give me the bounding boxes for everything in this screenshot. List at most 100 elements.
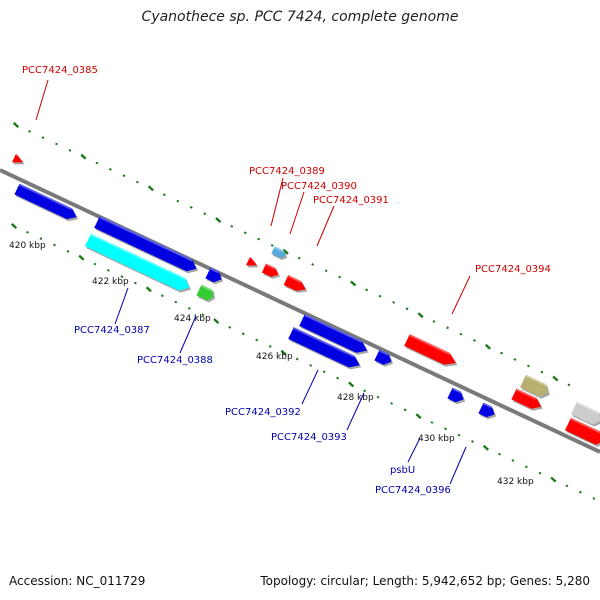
upper-tick bbox=[552, 375, 559, 382]
upper-tick bbox=[122, 174, 126, 178]
gene-0386b-arrow-highlight bbox=[99, 216, 193, 262]
scale-ticks bbox=[10, 122, 596, 500]
gene-0391-arrow[interactable] bbox=[283, 275, 308, 293]
gene-khaki-arrow-body bbox=[520, 374, 549, 397]
gene-0387b-arrow[interactable] bbox=[205, 267, 224, 285]
upper-tick bbox=[215, 217, 222, 223]
gene-0395-arrow[interactable] bbox=[511, 388, 543, 411]
upper-tick bbox=[270, 244, 274, 247]
lower-tick bbox=[309, 364, 313, 367]
gene-gray-arrow-highlight bbox=[576, 401, 600, 414]
upper-tick bbox=[147, 185, 154, 192]
gene-khaki-arrow[interactable] bbox=[520, 374, 550, 399]
gene-edge-red-arrow-highlight bbox=[570, 417, 600, 434]
lower-tick bbox=[322, 370, 326, 374]
gene-label-0394[interactable]: PCC7424_0394 bbox=[475, 264, 551, 275]
gene-0386-arrow[interactable] bbox=[14, 183, 79, 222]
gene-label-0385[interactable]: PCC7424_0385 bbox=[22, 65, 98, 76]
leader-0394 bbox=[451, 275, 471, 315]
gene-0388-arrow[interactable] bbox=[196, 284, 215, 303]
lower-tick bbox=[390, 402, 394, 405]
gene-0393b-arrow[interactable] bbox=[374, 349, 393, 367]
upper-tick bbox=[513, 358, 517, 361]
gene-0389-arrow-body bbox=[246, 256, 258, 266]
gene-label-0388[interactable]: PCC7424_0388 bbox=[137, 355, 213, 366]
gene-0394-arrow[interactable] bbox=[404, 334, 458, 367]
gene-0394-arrow-highlight bbox=[409, 334, 451, 355]
gene-0390-arrow[interactable] bbox=[271, 246, 288, 260]
gene-label-0391[interactable]: PCC7424_0391 bbox=[313, 195, 389, 206]
gene-label-psbU[interactable]: psbU bbox=[390, 465, 415, 476]
upper-tick bbox=[80, 153, 87, 160]
lower-tick bbox=[133, 281, 137, 285]
upper-tick bbox=[350, 280, 357, 287]
lower-tick bbox=[444, 427, 447, 431]
upper-tick bbox=[28, 129, 31, 133]
leader-lines-bottom bbox=[114, 287, 467, 485]
gene-0386b-arrow[interactable] bbox=[94, 216, 199, 274]
gene-edge-red-arrow[interactable] bbox=[565, 417, 600, 447]
lower-tick bbox=[280, 349, 287, 356]
gene-0387b-arrow-body bbox=[205, 267, 222, 283]
leader-0389 bbox=[270, 177, 284, 227]
gene-0390b-arrow[interactable] bbox=[261, 263, 280, 279]
gene-0392-arrow[interactable] bbox=[299, 314, 369, 355]
lower-tick bbox=[550, 476, 557, 483]
gene-0396-arrow[interactable] bbox=[478, 402, 497, 420]
gene-edge-red-arrow-body bbox=[565, 417, 600, 445]
gene-0394-arrow-body bbox=[404, 334, 456, 365]
gene-khaki-arrow-highlight bbox=[525, 374, 547, 386]
lower-tick bbox=[174, 300, 178, 304]
lower-tick bbox=[78, 254, 85, 261]
lower-tick bbox=[415, 413, 422, 420]
lower-tick bbox=[268, 345, 272, 348]
gene-0387-arrow-highlight bbox=[90, 233, 186, 280]
gene-features bbox=[12, 153, 600, 447]
gene-label-0390[interactable]: PCC7424_0390 bbox=[281, 181, 357, 192]
gene-0387-arrow[interactable] bbox=[85, 233, 191, 293]
gene-label-0389[interactable]: PCC7424_0389 bbox=[249, 166, 325, 177]
gene-0389-arrow[interactable] bbox=[246, 256, 259, 268]
gene-0390-arrow-body bbox=[271, 246, 286, 258]
gene-0391-arrow-body bbox=[283, 275, 306, 291]
upper-tick bbox=[405, 307, 409, 311]
upper-tick bbox=[282, 248, 289, 255]
upper-tick bbox=[55, 142, 58, 146]
lower-tick bbox=[187, 307, 191, 310]
gene-0396-arrow-highlight bbox=[483, 402, 493, 409]
gene-label-0387[interactable]: PCC7424_0387 bbox=[74, 325, 150, 336]
gene-0389-arrow-highlight bbox=[249, 257, 252, 260]
lower-tick bbox=[145, 286, 152, 293]
lower-tick bbox=[39, 237, 43, 241]
gene-0390b-arrow-body bbox=[261, 263, 279, 277]
upper-tick bbox=[189, 206, 193, 209]
gene-label-0393[interactable]: PCC7424_0393 bbox=[271, 432, 347, 443]
upper-tick bbox=[446, 326, 449, 330]
upper-tick bbox=[297, 256, 301, 260]
lower-tick bbox=[160, 294, 164, 298]
lower-tick bbox=[336, 376, 340, 380]
gene-0393b-arrow-body bbox=[374, 349, 392, 365]
upper-tick bbox=[459, 332, 463, 336]
upper-tick bbox=[257, 237, 261, 241]
lower-tick bbox=[201, 313, 205, 317]
gene-label-0392[interactable]: PCC7424_0392 bbox=[225, 407, 301, 418]
lower-tick bbox=[10, 223, 18, 229]
gene-gray-arrow[interactable] bbox=[571, 401, 600, 427]
upper-tick bbox=[230, 225, 234, 228]
lower-tick bbox=[93, 262, 97, 266]
leader-0391 bbox=[316, 205, 335, 247]
scale-label-424: 424 kbp bbox=[174, 314, 211, 324]
gene-psbU-arrow[interactable] bbox=[447, 387, 466, 405]
upper-tick bbox=[68, 148, 72, 152]
gene-0385-arrow[interactable] bbox=[12, 153, 25, 165]
lower-tick bbox=[376, 395, 380, 399]
lower-tick bbox=[106, 268, 110, 272]
upper-tick bbox=[473, 339, 476, 342]
upper-tick bbox=[567, 383, 571, 387]
upper-tick bbox=[176, 199, 180, 203]
gene-0393-arrow[interactable] bbox=[288, 327, 362, 370]
upper-tick bbox=[526, 364, 530, 368]
gene-label-0396[interactable]: PCC7424_0396 bbox=[375, 485, 451, 496]
